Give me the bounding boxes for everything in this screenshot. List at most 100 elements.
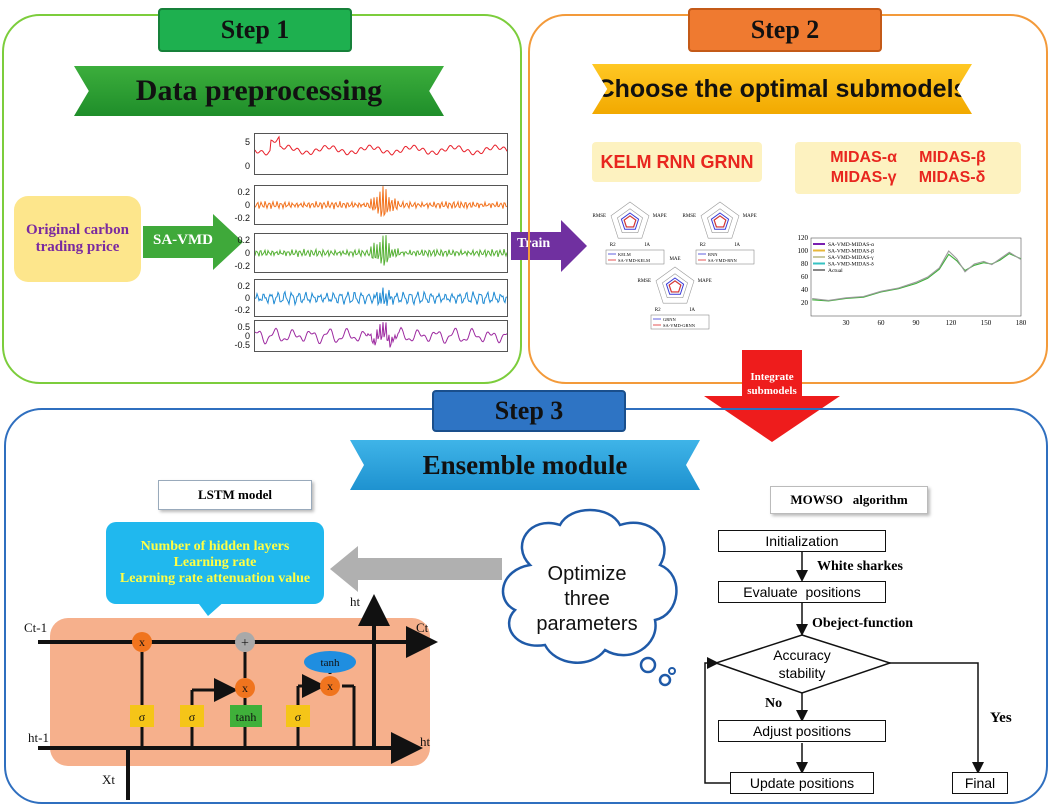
radar-axis-label: MAE (624, 195, 635, 197)
imf-wave-5 (254, 320, 508, 352)
step1-title-ribbon: Data preprocessing (74, 66, 444, 116)
imf-wave-2-tick: 0 (244, 200, 250, 210)
tanh-ellipse (304, 651, 356, 673)
flow-decision-text: Accuracy stability (742, 646, 862, 682)
line-chart-ytick: 80 (801, 260, 809, 268)
radar-grid-2 (707, 208, 733, 234)
step3-banner: Step 3 (432, 390, 626, 432)
input-box: Original carbon trading price (14, 196, 141, 282)
line-chart-legend-label: SA-VMD-MIDAS-δ (828, 262, 874, 268)
radar-axis-label: R2 (610, 243, 616, 248)
ht-prev-label: ht-1 (28, 730, 49, 745)
radar-grid-1 (617, 208, 643, 234)
sa-vmd-arrow-shape (143, 214, 243, 270)
line-chart-xtick: 150 (981, 319, 992, 327)
ct-label: Ct (416, 620, 429, 635)
plus-label: + (241, 636, 249, 651)
imf-wave-line-4 (254, 287, 508, 307)
imf-wave-3-tick: 0 (244, 248, 250, 258)
imf-wave-3-tick: 0.2 (237, 235, 250, 245)
step2-title: Choose the optimal submodels (596, 74, 968, 103)
radar-legend-label: KELM (618, 252, 631, 257)
forget-mult-node (132, 632, 152, 652)
radar-series-base-1 (620, 212, 640, 230)
imf-wave-line-1 (254, 135, 508, 156)
step2-title-ribbon: Choose the optimal submodels (592, 64, 972, 114)
radar-series-savmd-1 (623, 215, 637, 228)
cloud-text-line1: Optimize (547, 563, 627, 585)
scroll-left-text: KELM RNN GRNN (600, 151, 754, 172)
ht-top-label: ht (350, 594, 361, 609)
radar-axis-label: MAPE (653, 214, 667, 219)
radar-axis-label: RMSE (592, 214, 606, 219)
xt-label: Xt (102, 772, 115, 787)
param-learning-rate: Learning rate (173, 555, 257, 570)
imf-wave-1-tick: 0 (244, 161, 250, 171)
step1-banner: Step 1 (158, 8, 352, 52)
imf-wave-line-2 (254, 186, 508, 217)
integrate-label-line1: Integrate (750, 371, 794, 383)
radar-grid-2 (700, 201, 740, 239)
imf-wave-5-tick: 0 (244, 331, 250, 341)
line-chart-xtick: 120 (946, 319, 957, 327)
cloud-text: Optimize three parameters (522, 562, 652, 637)
line-chart-xtick: 180 (1016, 319, 1027, 327)
scroll-right-line1: MIDAS-α MIDAS-β (830, 149, 986, 166)
ct-prev-label: Ct-1 (24, 620, 47, 635)
param-attenuation: Learning rate attenuation value (119, 571, 311, 586)
radar-series-base-3 (665, 277, 685, 295)
radar-legend-label: GRNN (663, 317, 677, 322)
imf-wave-4-tick: -0.2 (234, 305, 250, 315)
mowso-label: MOWSO algorithm (790, 492, 908, 507)
params-box: Number of hidden layers Learning rate Le… (106, 522, 324, 604)
flow-evaluate-text: Evaluate positions (743, 584, 861, 600)
mowso-label-box: MOWSO algorithm (770, 486, 928, 514)
step3-title-ribbon: Ensemble module (350, 440, 700, 490)
line-chart-ytick: 60 (801, 273, 809, 281)
line-chart-legend-label: SA-VMD-MIDAS-γ (828, 255, 874, 261)
line-chart-xtick: 60 (878, 319, 886, 327)
sigma-label-1: σ (139, 710, 146, 724)
step1-title: Data preprocessing (135, 74, 383, 107)
lstm-label: LSTM model (197, 487, 273, 502)
sigma-box-1 (130, 705, 154, 727)
radar-legend-label: SA-VMD-KELM (618, 258, 650, 263)
mult-label-3: x (327, 679, 333, 693)
cloud-text-line2: three (564, 588, 610, 610)
flow-final: Final (952, 772, 1008, 794)
radar-series-base-2 (710, 212, 730, 230)
step3-title: Ensemble module (422, 449, 628, 480)
radar-legend-label: SA-VMD-RNN (708, 258, 738, 263)
flow-objective: Obeject-function (812, 616, 914, 631)
line-chart-ytick: 100 (798, 247, 809, 255)
integrate-arrow-shape (704, 350, 840, 442)
flow-yes: Yes (990, 710, 1012, 726)
output-mult-node (320, 676, 340, 696)
decision-diamond (713, 634, 893, 694)
flow-adjust-text: Adjust positions (752, 723, 852, 739)
sigma-box-3 (286, 705, 310, 727)
radar-grid-3 (655, 266, 695, 304)
sa-vmd-label: SA-VMD (153, 232, 213, 248)
train-label: Train (517, 236, 551, 251)
sa-vmd-arrow: SA-VMD (143, 214, 243, 270)
flow-update: Update positions (730, 772, 874, 794)
radar-axis-label: IA (645, 243, 651, 248)
sigma-label-3: σ (295, 710, 302, 724)
line-chart-ytick: 40 (801, 286, 809, 294)
radar-charts: MAEMAPEIAR2RMSEKELMSA-VMD-KELMMAEMAPEIAR… (592, 195, 757, 330)
radar-axis-label: RMSE (637, 279, 651, 284)
param-hidden-layers: Number of hidden layers (140, 539, 290, 554)
tanh-box (230, 705, 262, 727)
mowso-flowchart (704, 551, 984, 784)
radar-axis-label: IA (690, 308, 696, 313)
flow-white-sharks: White sharkes (817, 559, 903, 574)
train-arrow-shape (511, 220, 587, 272)
gray-arrow (330, 546, 502, 592)
scroll-right: MIDAS-α MIDAS-β MIDAS-γ MIDAS-δ (795, 142, 1021, 194)
imf-wave-5-tick: -0.5 (234, 340, 250, 350)
input-label: Original carbon trading price (26, 222, 129, 255)
radar-axis-label: MAPE (743, 214, 757, 219)
train-arrow: Train (511, 220, 587, 272)
imf-wave-4-tick: 0.2 (237, 281, 250, 291)
